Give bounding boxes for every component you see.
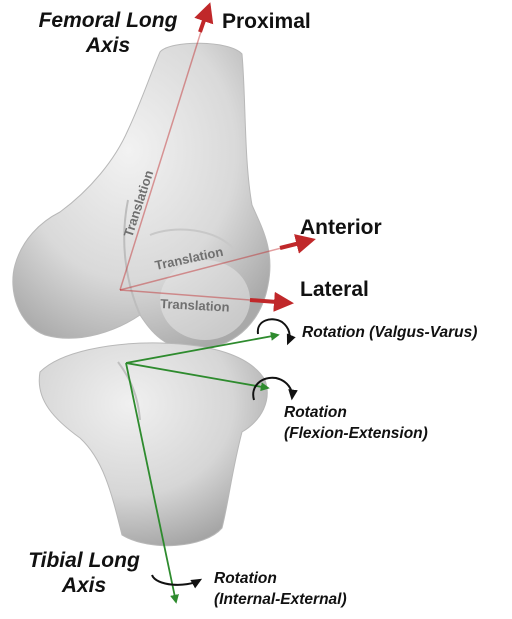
rotation-internal-external-label: Rotation (Internal-External)	[214, 568, 347, 610]
rotation-flexion-extension-label: Rotation (Flexion-Extension)	[284, 402, 428, 444]
tibial-axis-title-line2: Axis	[10, 573, 158, 598]
femoral-long-axis-title: Femoral Long Axis	[14, 8, 202, 58]
rotation-flexion-extension-line2: (Flexion-Extension)	[284, 423, 428, 444]
internal-external-rotation-arrow-icon	[152, 575, 200, 585]
rotation-internal-external-line1: Rotation	[214, 568, 347, 589]
lateral-label: Lateral	[300, 278, 369, 302]
rotation-internal-external-line2: (Internal-External)	[214, 589, 347, 610]
femoral-axis-title-line1: Femoral Long	[14, 8, 202, 33]
proximal-label: Proximal	[222, 10, 311, 34]
tibial-axis-title-line1: Tibial Long	[10, 548, 158, 573]
femoral-axis-title-line2: Axis	[14, 33, 202, 58]
tibia-bone-icon	[39, 343, 267, 546]
anterior-label: Anterior	[300, 216, 382, 240]
rotation-valgus-varus-label: Rotation (Valgus-Varus)	[302, 322, 477, 343]
rotation-flexion-extension-line1: Rotation	[284, 402, 428, 423]
anterior-arrow-head	[280, 240, 312, 248]
valgus-varus-rotation-arrow-icon	[258, 319, 290, 343]
tibial-long-axis-title: Tibial Long Axis	[10, 548, 158, 598]
